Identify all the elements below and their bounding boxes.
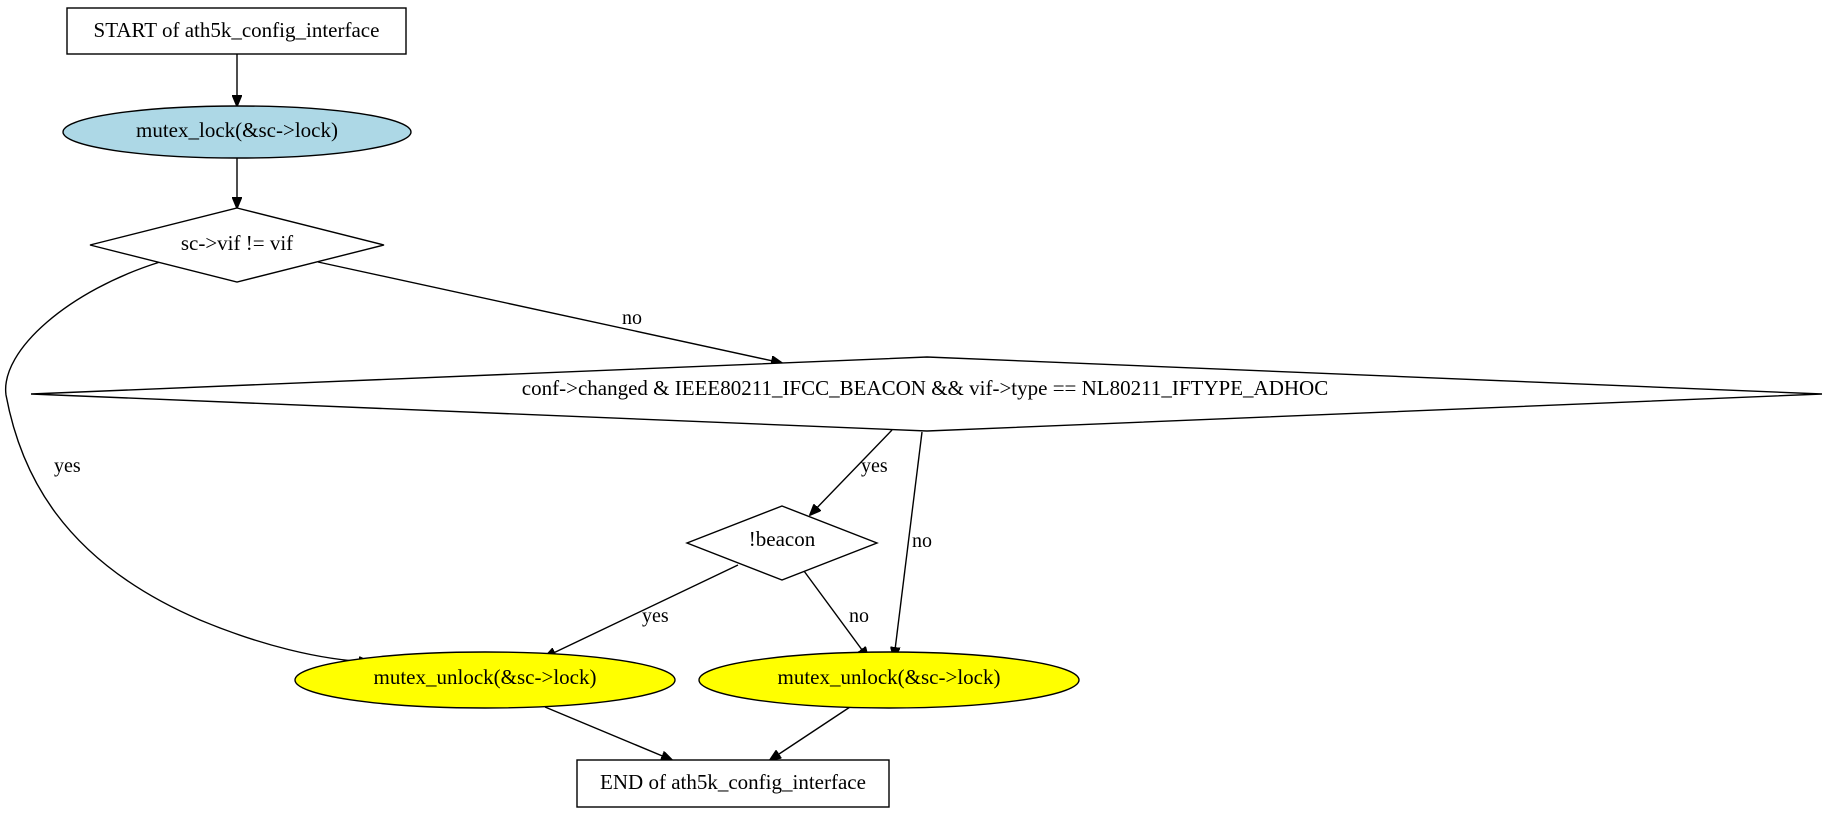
edge-cond-vif-yes-to-unlock-left (5, 261, 370, 662)
edge-cond-not-beacon-no-to-unlock-right (803, 570, 868, 658)
edge-cond-beacon-adhoc-yes-to-cond-not-beacon (810, 429, 893, 515)
edge-cond-vif-no-to-cond-beacon-adhoc (317, 261, 782, 363)
node-end-label: END of ath5k_config_interface (600, 770, 866, 794)
node-mutex-unlock-right-label: mutex_unlock(&sc->lock) (778, 665, 1001, 689)
node-cond-vif-label: sc->vif != vif (181, 231, 293, 255)
node-cond-not-beacon-label: !beacon (749, 527, 816, 551)
node-mutex-lock-label: mutex_lock(&sc->lock) (136, 118, 338, 142)
node-cond-not-beacon-diamond (685, 505, 879, 581)
node-cond-beacon-adhoc-diamond (30, 356, 1823, 432)
node-cond-beacon-adhoc: conf->changed & IEEE80211_IFCC_BEACON &&… (30, 356, 1823, 432)
edge-label-cond-beacon-adhoc-yes: yes (861, 455, 888, 477)
node-end: END of ath5k_config_interface (576, 759, 890, 808)
edge-unlock-left-to-end (544, 706, 672, 760)
node-cond-vif: sc->vif != vif (89, 207, 385, 283)
edge-label-cond-not-beacon-yes: yes (642, 605, 669, 627)
node-mutex-lock-ellipse (62, 105, 412, 159)
node-mutex-unlock-left: mutex_unlock(&sc->lock) (294, 651, 676, 709)
node-mutex-lock: mutex_lock(&sc->lock) (62, 105, 412, 159)
edge-labels: yes no yes no yes no (54, 307, 932, 627)
edge-label-cond-beacon-adhoc-no: no (912, 530, 932, 552)
edge-unlock-right-to-end (770, 706, 851, 760)
node-end-box (576, 759, 890, 808)
node-mutex-unlock-right: mutex_unlock(&sc->lock) (698, 651, 1080, 709)
edge-cond-beacon-adhoc-no-to-unlock-right (894, 431, 923, 658)
node-cond-not-beacon: !beacon (685, 505, 879, 581)
edge-label-cond-not-beacon-no: no (849, 605, 869, 627)
node-start-box (66, 7, 407, 55)
node-start: START of ath5k_config_interface (66, 7, 407, 55)
node-mutex-unlock-left-label: mutex_unlock(&sc->lock) (374, 665, 597, 689)
node-mutex-unlock-left-ellipse (294, 651, 676, 709)
node-mutex-unlock-right-ellipse (698, 651, 1080, 709)
edges (5, 54, 923, 760)
node-start-label: START of ath5k_config_interface (94, 18, 380, 42)
edge-label-cond-vif-no: no (622, 307, 642, 329)
node-cond-beacon-adhoc-label: conf->changed & IEEE80211_IFCC_BEACON &&… (522, 376, 1328, 400)
edge-cond-not-beacon-yes-to-unlock-left (545, 564, 739, 657)
node-cond-vif-diamond (89, 207, 385, 283)
edge-label-cond-vif-yes: yes (54, 455, 81, 477)
